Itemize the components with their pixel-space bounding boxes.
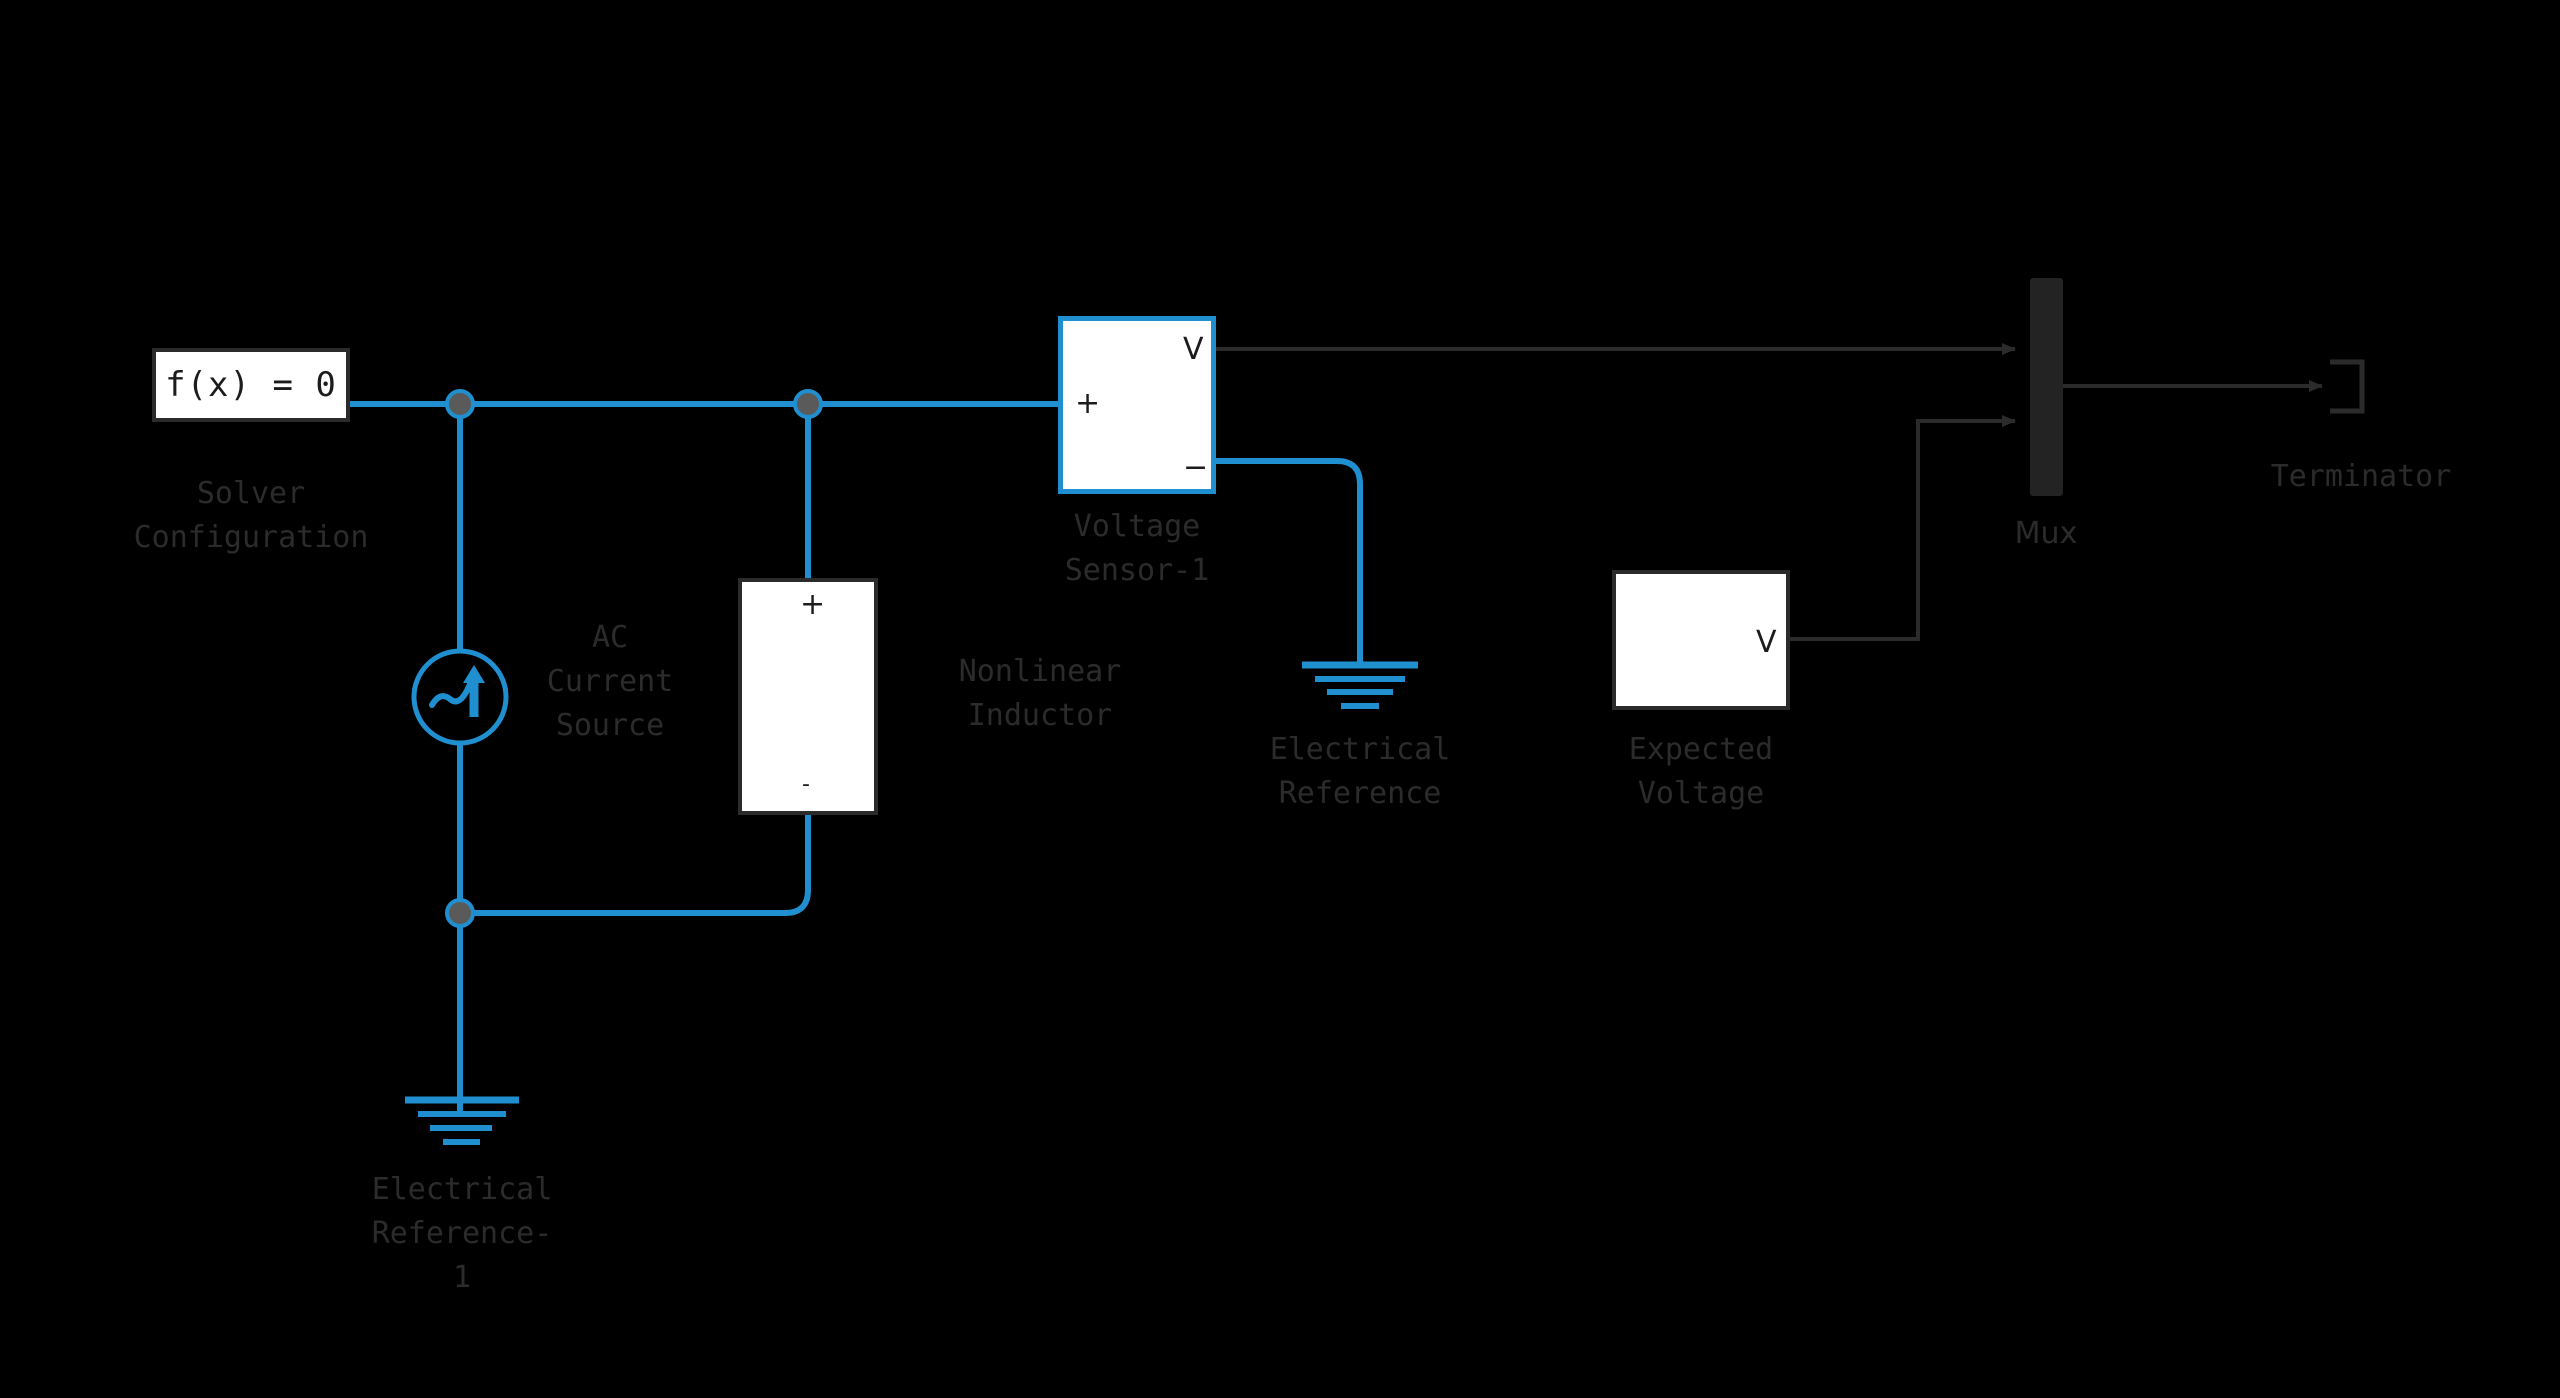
voltage-sensor-port-output: V — [1183, 332, 1204, 367]
block-nonlinear-inductor[interactable]: + - — [738, 578, 878, 815]
voltage-sensor-port-plus: + — [1075, 386, 1101, 421]
block-expected-voltage[interactable]: V — [1612, 570, 1790, 710]
voltage-sensor-port-minus: − — [1183, 450, 1209, 485]
label-electrical-reference-1: Electrical Reference- 1 — [371, 1172, 553, 1295]
label-mux: Mux — [2014, 516, 2078, 551]
label-terminator: Terminator — [2270, 459, 2452, 494]
ground-icon-electrical-reference[interactable] — [1302, 661, 1418, 709]
label-nonlinear-inductor: Nonlinear Inductor — [958, 654, 1122, 733]
label-solver-configuration: Solver Configuration — [133, 476, 369, 555]
junction-node-inductor-bus[interactable] — [793, 389, 823, 419]
solver-configuration-body: f(x) = 0 — [165, 365, 337, 405]
block-mux[interactable] — [2030, 278, 2063, 496]
label-ac-current-source: AC Current Source — [546, 620, 674, 743]
nonlinear-inductor-port-minus: - — [802, 772, 810, 797]
junction-node-solver-bus[interactable] — [445, 389, 475, 419]
nonlinear-inductor-port-plus: + — [800, 587, 826, 622]
junction-node-lower-bus[interactable] — [445, 898, 475, 928]
label-electrical-reference: Electrical Reference — [1269, 732, 1451, 811]
ground-icon-electrical-reference-1[interactable] — [405, 1096, 519, 1145]
block-voltage-sensor[interactable]: + V − — [1058, 316, 1216, 494]
terminator-icon[interactable] — [2330, 359, 2365, 414]
label-voltage-sensor: Voltage Sensor-1 — [1064, 509, 1210, 588]
expected-voltage-port-output: V — [1756, 625, 1777, 660]
wire-inductor-bottom-to-lower-bus — [457, 812, 811, 916]
block-solver-configuration[interactable]: f(x) = 0 — [152, 348, 350, 422]
label-expected-voltage: Expected Voltage — [1628, 732, 1774, 811]
